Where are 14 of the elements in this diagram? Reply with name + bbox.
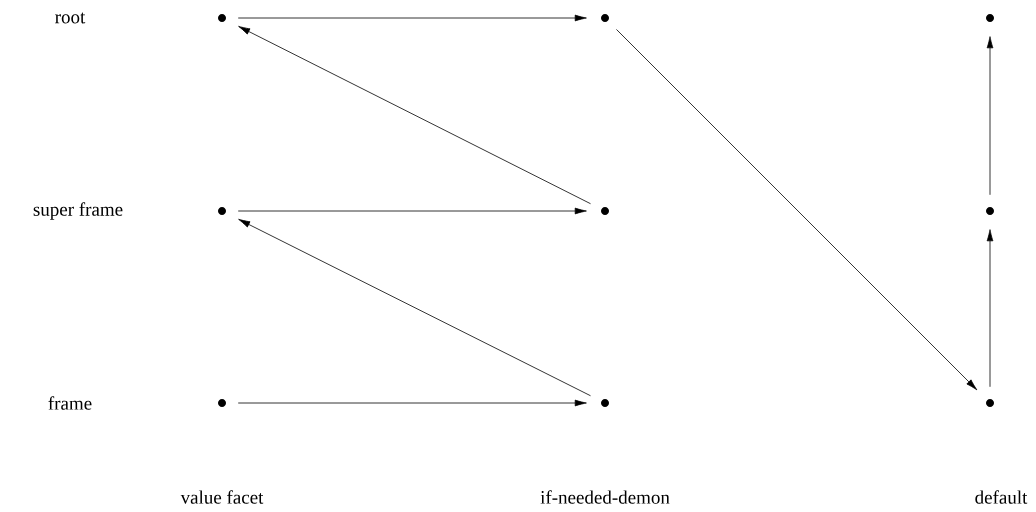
column-label: if-needed-demon	[540, 490, 670, 504]
arrow	[237, 207, 587, 215]
column-label: value facet	[180, 490, 264, 504]
arrow	[237, 399, 587, 407]
column-label: default	[975, 490, 1028, 504]
row-label: super frame	[33, 202, 123, 220]
row-label: root	[55, 12, 86, 24]
arrow	[237, 14, 587, 22]
arrow	[238, 218, 591, 397]
arrow	[986, 229, 994, 388]
arrow	[986, 36, 994, 196]
arrow	[238, 26, 591, 205]
row-label: frame	[48, 396, 92, 410]
arrow	[616, 29, 978, 391]
